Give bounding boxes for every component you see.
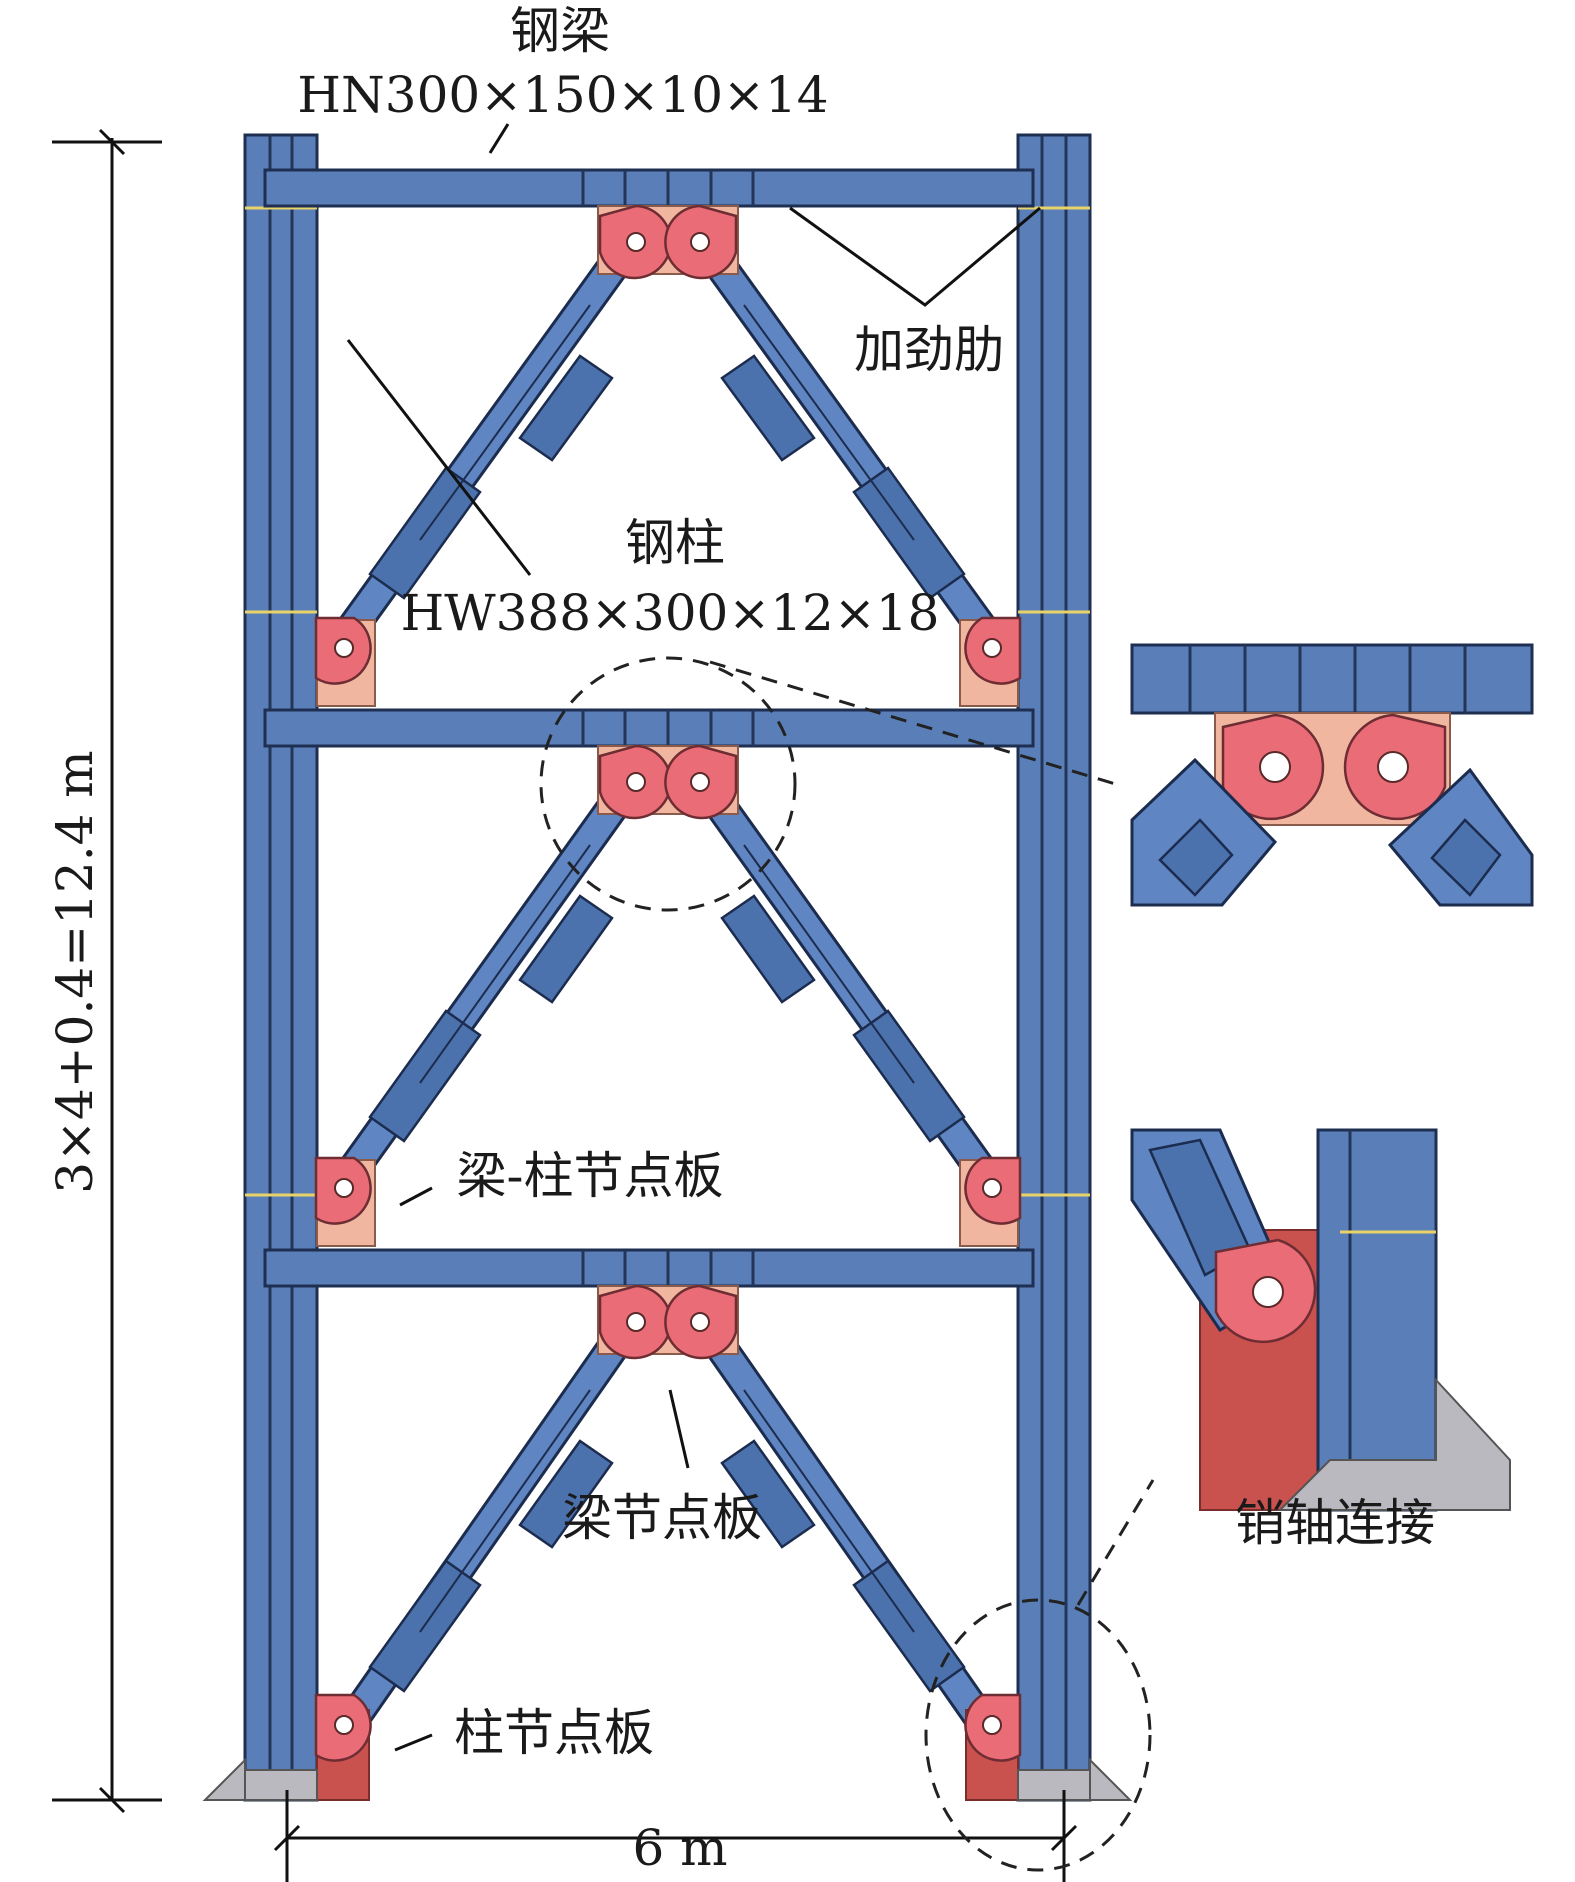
detail-view-beam-gusset [1130, 643, 1534, 907]
steel-column-section-label: HW388×300×12×18 [401, 584, 940, 642]
brace-storey2-left [335, 771, 645, 1186]
steel-beam-section-label: HN300×150×10×14 [297, 66, 828, 124]
beam-gusset-label: 梁节点板 [562, 1489, 762, 1547]
beam-gusset-level1 [597, 1284, 739, 1360]
steel-column-label: 钢柱 [625, 514, 725, 572]
column-gusset-base-left [314, 1693, 372, 1801]
height-dimension-line [52, 128, 162, 1814]
leader-beam-gusset [668, 1389, 690, 1469]
beam-level-2 [263, 708, 1035, 748]
steel-beam-label: 钢梁 [510, 2, 610, 60]
beam-gusset-level3 [597, 204, 739, 280]
height-dimension-label: 3×4+0.4=12.4 m [46, 750, 104, 1193]
beam-column-gusset-storey2-right [959, 1156, 1022, 1247]
beam-column-gusset-storey3-left [314, 616, 376, 707]
leader-steel-beam [488, 123, 510, 154]
stiffener-label: 加劲肋 [854, 321, 1004, 379]
detail-connector-upper [709, 660, 1123, 788]
brace-storey3-left [335, 231, 645, 643]
leader-column-gusset [394, 1733, 433, 1752]
detail-view-column-base [1130, 1128, 1511, 1512]
brace-storey3-right [689, 231, 999, 643]
column-gusset-base-right [964, 1693, 1022, 1801]
beam-level-3 [263, 168, 1035, 208]
brace-storey2-right [689, 771, 999, 1186]
right-column [1016, 133, 1092, 1802]
beam-level-1 [263, 1248, 1035, 1288]
beam-column-gusset-storey2-left [314, 1156, 376, 1247]
beam-column-gusset-storey3-right [959, 616, 1022, 707]
brace-storey1-left [335, 1311, 645, 1736]
beam-column-gusset-label: 梁-柱节点板 [457, 1147, 724, 1205]
leader-steel-column [346, 339, 532, 576]
detail-circle-beam-gusset [539, 656, 797, 912]
leader-beam-column-gusset [399, 1186, 433, 1207]
base-plate-right [1017, 1757, 1133, 1801]
detail-connector-lower [1076, 1479, 1155, 1606]
pin-connection-label: 销轴连接 [1235, 1494, 1435, 1552]
leader-stiffener [789, 206, 1041, 307]
beam-gusset-level2 [597, 744, 739, 820]
detail-circle-column-base [924, 1598, 1152, 1872]
column-gusset-label: 柱节点板 [454, 1704, 654, 1762]
base-plate-left [202, 1757, 318, 1801]
width-dimension-label: 6 m [632, 1819, 727, 1877]
left-column [243, 133, 319, 1802]
